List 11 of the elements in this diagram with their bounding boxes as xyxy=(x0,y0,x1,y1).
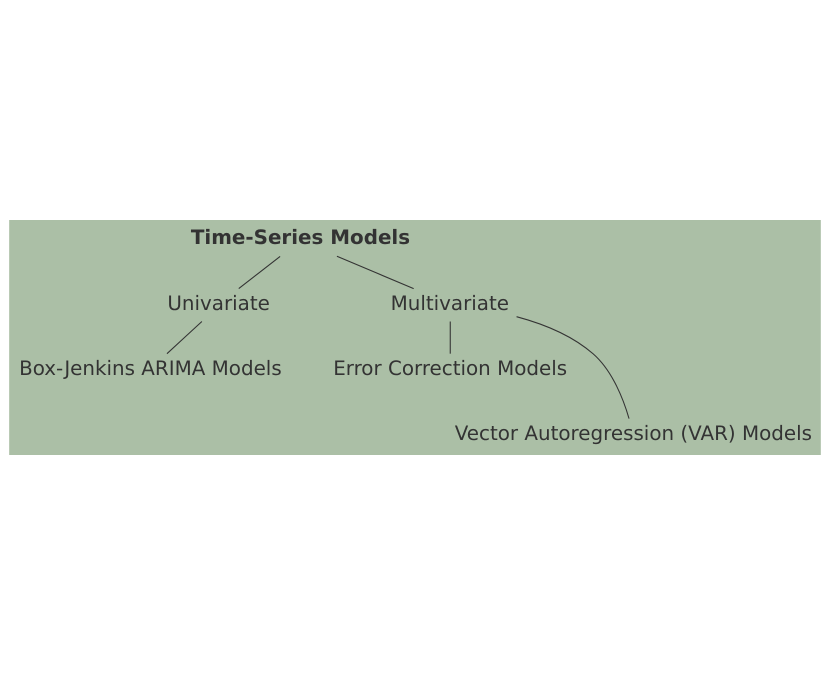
node-text: Error Correction Models xyxy=(333,357,568,380)
connector xyxy=(238,256,280,290)
node-text: Multivariate xyxy=(390,292,510,316)
node-text: Box-Jenkins ARIMA Models xyxy=(19,357,282,380)
connector xyxy=(166,321,202,354)
node-text: Vector Autoregression (VAR) Models xyxy=(454,422,812,446)
connector xyxy=(450,322,451,354)
connector xyxy=(336,256,414,290)
node-text: Time-Series Models xyxy=(190,226,410,250)
node-text: Univariate xyxy=(167,292,270,316)
connector xyxy=(516,316,630,419)
